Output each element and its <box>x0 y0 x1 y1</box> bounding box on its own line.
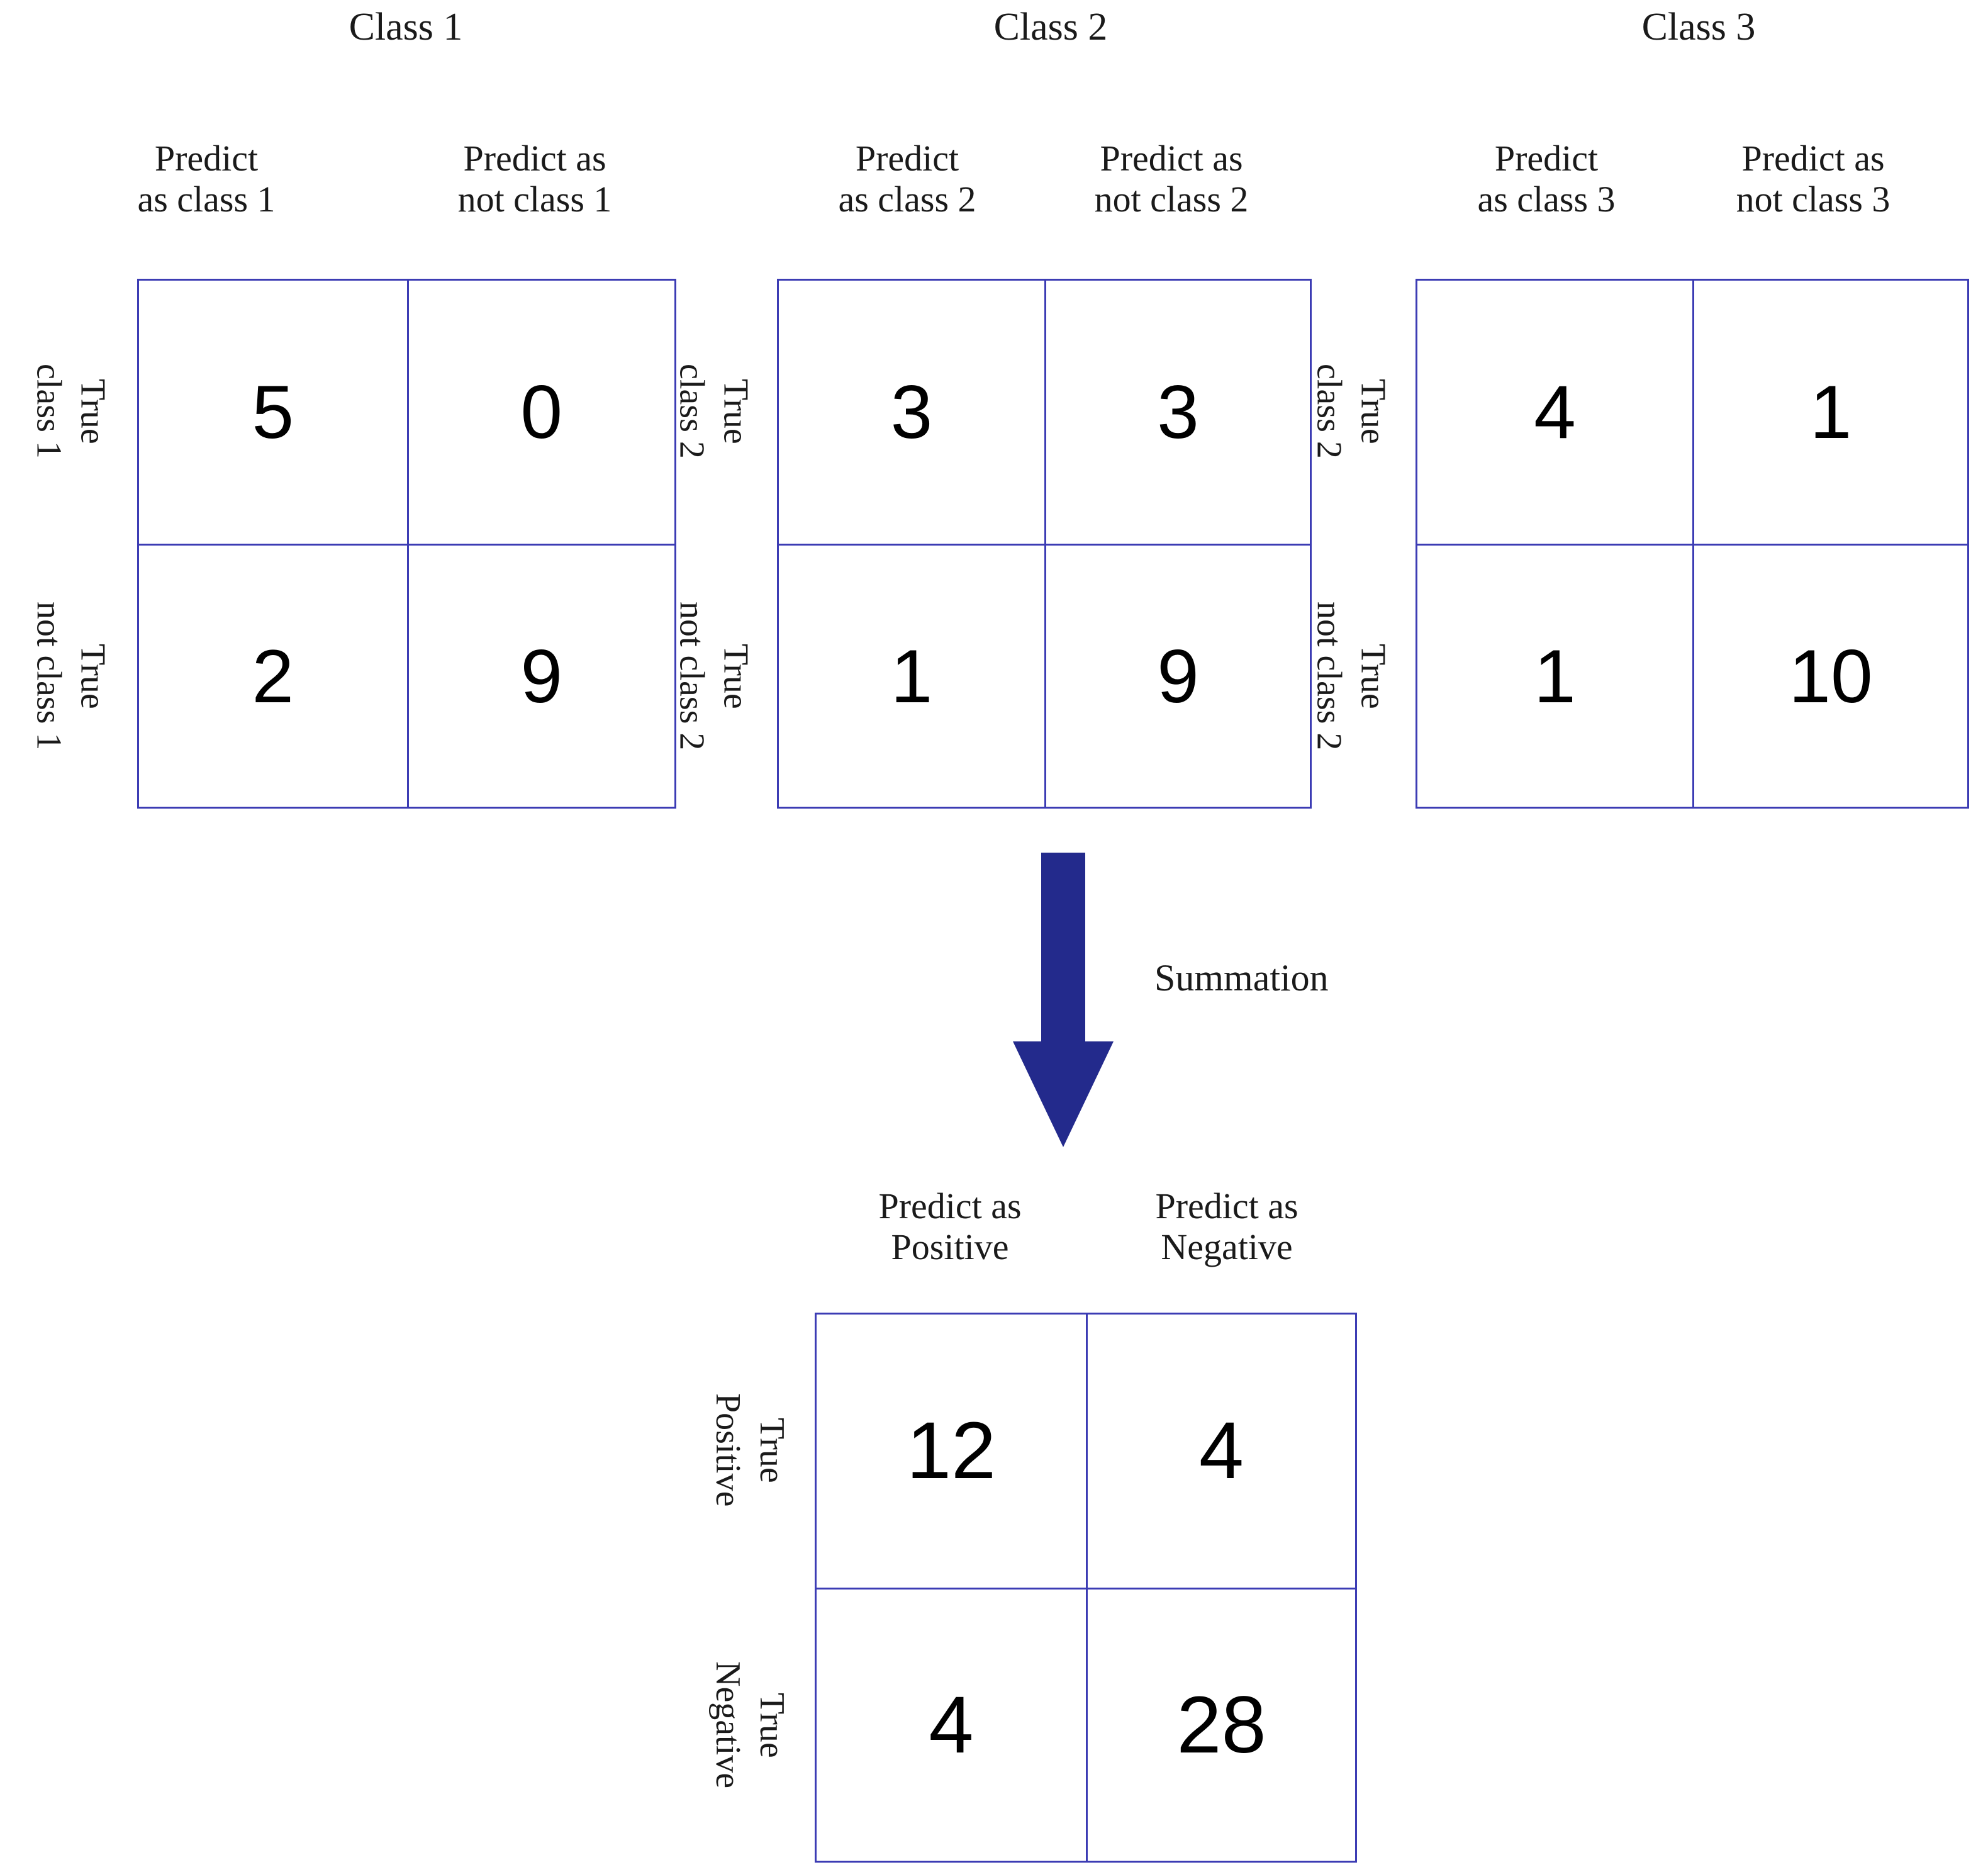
row-label-line-2: class 1 <box>29 364 69 459</box>
row-label-line-2: class 2 <box>672 364 712 459</box>
row-label-line-2: not class 2 <box>1309 602 1349 751</box>
row-label-line-2: class 2 <box>1309 364 1349 459</box>
col-header-line-1: Predict as <box>1741 138 1885 179</box>
row-label-line-1: True <box>1353 643 1393 709</box>
matrix-cell: 5 <box>139 281 407 544</box>
row-label-line-1: True <box>716 378 756 444</box>
class-1-title: Class 1 <box>349 6 463 48</box>
col-header-line-2: not class 3 <box>1736 178 1890 220</box>
class-3-col-header-predict-as-class: Predict as class 3 <box>1414 138 1678 220</box>
col-header-line-2: Negative <box>1161 1226 1293 1267</box>
matrix-cell: 4 <box>1086 1315 1355 1588</box>
summary-confusion-matrix: 12 4 4 28 <box>815 1313 1357 1863</box>
row-label-line-1: True <box>1353 378 1393 444</box>
summary-col-header-predict-as-negative: Predict as Negative <box>1095 1186 1359 1268</box>
class-3-row-label-true-not-class: not class 2 True <box>1293 544 1409 809</box>
summary-col-header-predict-as-positive: Predict as Positive <box>818 1186 1082 1268</box>
col-header-line-1: Predict as <box>463 138 606 179</box>
matrix-cell: 1 <box>779 544 1044 807</box>
row-label-line-2: not class 1 <box>29 602 69 751</box>
class-1-confusion-matrix: 5 0 2 9 <box>137 279 676 809</box>
class-3-confusion-matrix: 4 1 1 10 <box>1416 279 1969 809</box>
col-header-line-1: Predict <box>154 138 259 179</box>
class-2-col-header-predict-as-class: Predict as class 2 <box>775 138 1039 220</box>
class-1-row-label-true-not-class: not class 1 True <box>13 544 129 809</box>
row-label-line-2: Negative <box>708 1661 747 1789</box>
summation-arrow <box>1007 853 1120 1148</box>
col-header-line-2: as class 2 <box>838 178 976 220</box>
col-header-line-1: Predict <box>855 138 959 179</box>
summary-row-label-true-negative: Negative True <box>687 1588 813 1863</box>
col-header-line-2: not class 2 <box>1094 178 1249 220</box>
row-label-line-2: not class 2 <box>672 602 712 751</box>
class-2-row-label-true-class: class 2 True <box>656 279 772 544</box>
col-header-line-1: Predict as <box>878 1186 1022 1226</box>
summary-row-label-true-positive: Positive True <box>687 1313 813 1588</box>
down-arrow-icon <box>1013 853 1114 1147</box>
class-1-col-header-predict-as-not-class: Predict as not class 1 <box>390 138 679 220</box>
col-header-line-2: as class 1 <box>137 178 276 220</box>
matrix-cell: 12 <box>817 1315 1086 1588</box>
matrix-cell: 9 <box>406 544 674 807</box>
row-label-line-1: True <box>73 378 113 444</box>
matrix-cell: 4 <box>1417 281 1692 544</box>
class-1-row-label-true-class: class 1 True <box>13 279 129 544</box>
class-2-col-header-predict-as-not-class: Predict as not class 2 <box>1027 138 1316 220</box>
class-1-col-header-predict-as-class: Predict as class 1 <box>74 138 338 220</box>
matrix-cell: 1 <box>1692 281 1967 544</box>
row-label-line-1: True <box>752 1417 791 1483</box>
col-header-line-1: Predict as <box>1100 138 1243 179</box>
matrix-cell: 9 <box>1044 544 1310 807</box>
col-header-line-1: Predict <box>1494 138 1599 179</box>
class-3-title: Class 3 <box>1641 6 1756 48</box>
row-label-line-1: True <box>716 643 756 709</box>
matrix-cell: 3 <box>1044 281 1310 544</box>
col-header-line-2: Positive <box>891 1226 1009 1267</box>
class-2-confusion-matrix: 3 3 1 9 <box>777 279 1312 809</box>
row-label-line-1: True <box>752 1692 791 1758</box>
class-2-title: Class 2 <box>993 6 1108 48</box>
class-3-col-header-predict-as-not-class: Predict as not class 3 <box>1668 138 1958 220</box>
matrix-cell: 2 <box>139 544 407 807</box>
col-header-line-2: as class 3 <box>1477 178 1616 220</box>
matrix-cell: 4 <box>817 1588 1086 1861</box>
matrix-cell: 3 <box>779 281 1044 544</box>
matrix-cell: 28 <box>1086 1588 1355 1861</box>
col-header-line-2: not class 1 <box>457 178 612 220</box>
class-3-row-label-true-class: class 2 True <box>1293 279 1409 544</box>
row-label-line-2: Positive <box>708 1393 747 1507</box>
matrix-cell: 1 <box>1417 544 1692 807</box>
row-label-line-1: True <box>73 643 113 709</box>
summation-label: Summation <box>1154 957 1329 999</box>
matrix-cell: 10 <box>1692 544 1967 807</box>
class-2-row-label-true-not-class: not class 2 True <box>656 544 772 809</box>
matrix-cell: 0 <box>406 281 674 544</box>
col-header-line-1: Predict as <box>1155 1186 1298 1226</box>
